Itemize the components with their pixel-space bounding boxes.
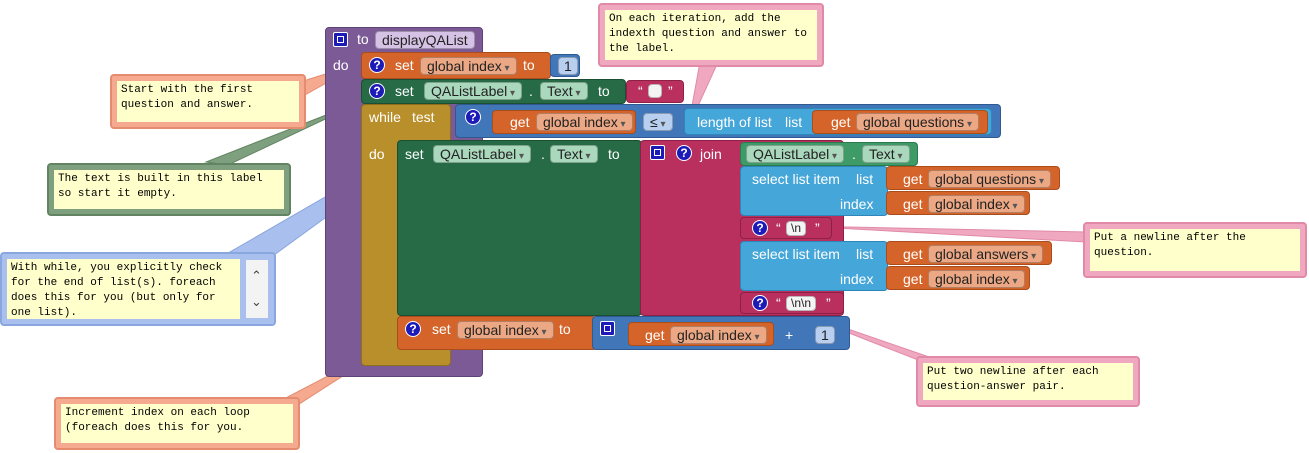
get-keyword: get (510, 114, 530, 130)
procedure-mutator-icon[interactable] (333, 32, 348, 47)
comment-text: Start with the first question and answer… (117, 81, 299, 122)
quote-open: “ (638, 83, 643, 99)
quote-close: ” (826, 295, 831, 311)
property-dropdown[interactable]: Text (540, 82, 588, 100)
text-field[interactable] (648, 84, 662, 98)
list-label: list (856, 171, 874, 187)
comment-icon[interactable]: ? (676, 145, 692, 161)
procedure-to-keyword: to (357, 31, 369, 47)
number-field[interactable]: 1 (815, 326, 835, 344)
set-keyword: set (432, 321, 451, 337)
variable-dropdown[interactable]: global index (670, 326, 767, 344)
property-dropdown[interactable]: Text (550, 145, 598, 163)
get-keyword: get (645, 327, 665, 343)
get-keyword: get (903, 271, 923, 287)
set-keyword: set (395, 57, 414, 73)
variable-dropdown[interactable]: global questions (928, 170, 1051, 188)
comment-icon[interactable]: ? (369, 57, 385, 73)
index-label: index (840, 196, 874, 212)
list-label: list (785, 114, 803, 130)
procedure-name-field[interactable]: displayQAList (375, 31, 475, 49)
variable-dropdown[interactable]: global index (457, 321, 554, 339)
comment-icon[interactable]: ? (405, 321, 421, 337)
property-dropdown[interactable]: Text (862, 145, 910, 163)
while-do-keyword: do (369, 146, 385, 162)
comment-bubble[interactable]: With while, you explicitly check for the… (0, 252, 276, 326)
comment-bubble[interactable]: On each iteration, add the indexth quest… (598, 3, 824, 67)
comment-icon[interactable]: ? (752, 295, 768, 311)
comment-text: With while, you explicitly check for the… (7, 259, 240, 319)
select-answer-block[interactable] (740, 241, 888, 291)
component-dropdown[interactable]: QAListLabel (433, 145, 532, 163)
add-mutator-icon[interactable] (600, 321, 615, 336)
get-keyword: get (903, 196, 923, 212)
dot: . (529, 83, 533, 99)
variable-dropdown[interactable]: global answers (928, 245, 1044, 263)
join-mutator-icon[interactable] (650, 145, 665, 160)
procedure-do-keyword: do (333, 57, 349, 73)
get-keyword: get (831, 114, 851, 130)
comment-text: The text is built in this label so start… (54, 170, 284, 209)
to-keyword: to (523, 57, 535, 73)
variable-dropdown[interactable]: global questions (856, 113, 979, 131)
comment-bubble[interactable]: The text is built in this label so start… (47, 163, 291, 216)
to-keyword: to (598, 83, 610, 99)
variable-dropdown[interactable]: global index (928, 270, 1025, 288)
test-keyword: test (412, 109, 435, 125)
comment-bubble[interactable]: Put two newline after each question-answ… (916, 356, 1140, 407)
while-keyword: while (369, 109, 401, 125)
set-keyword: set (405, 146, 424, 162)
list-label: list (856, 246, 874, 262)
comment-scrollbar[interactable]: ⌃ ⌄ (246, 260, 268, 318)
component-dropdown[interactable]: QAListLabel (746, 145, 845, 163)
scroll-up-icon[interactable]: ⌃ (251, 268, 262, 283)
text-field[interactable]: \n (786, 221, 807, 236)
join-label: join (700, 146, 722, 162)
comment-text: On each iteration, add the indexth quest… (605, 10, 817, 60)
set-label-join-block[interactable] (397, 140, 642, 316)
dot: . (852, 146, 856, 162)
quote-open: “ (776, 220, 781, 236)
component-dropdown[interactable]: QAListLabel (424, 82, 523, 100)
comment-text: Put two newline after each question-answ… (923, 363, 1133, 400)
comment-text: Increment index on each loop (foreach do… (61, 404, 293, 443)
select-list-item-label: select list item (752, 246, 840, 262)
comment-icon[interactable]: ? (369, 83, 385, 99)
get-keyword: get (903, 246, 923, 262)
comment-bubble[interactable]: Start with the first question and answer… (110, 74, 306, 129)
index-label: index (840, 271, 874, 287)
quote-open: “ (776, 295, 781, 311)
get-keyword: get (903, 171, 923, 187)
quote-close: ” (815, 220, 820, 236)
operator-dropdown[interactable]: ≤ (643, 113, 673, 131)
plus-operator: + (785, 327, 794, 343)
to-keyword: to (559, 321, 571, 337)
set-keyword: set (395, 83, 414, 99)
variable-dropdown[interactable]: global index (420, 57, 517, 75)
variable-dropdown[interactable]: global index (536, 113, 633, 131)
comment-icon[interactable]: ? (465, 109, 481, 125)
comment-bubble[interactable]: Increment index on each loop (foreach do… (54, 397, 300, 450)
scroll-down-icon[interactable]: ⌄ (251, 294, 262, 309)
select-question-block[interactable] (740, 166, 888, 216)
variable-dropdown[interactable]: global index (928, 195, 1025, 213)
quote-close: ” (668, 83, 673, 99)
dot: . (541, 146, 545, 162)
length-of-list-label: length of list (697, 114, 772, 130)
comment-icon[interactable]: ? (752, 220, 768, 236)
to-keyword: to (608, 146, 620, 162)
text-field[interactable]: \n\n (786, 296, 817, 311)
comment-bubble[interactable]: Put a newline after the question. (1083, 222, 1307, 278)
number-field[interactable]: 1 (558, 57, 578, 75)
comment-text: Put a newline after the question. (1090, 229, 1300, 271)
select-list-item-label: select list item (752, 171, 840, 187)
